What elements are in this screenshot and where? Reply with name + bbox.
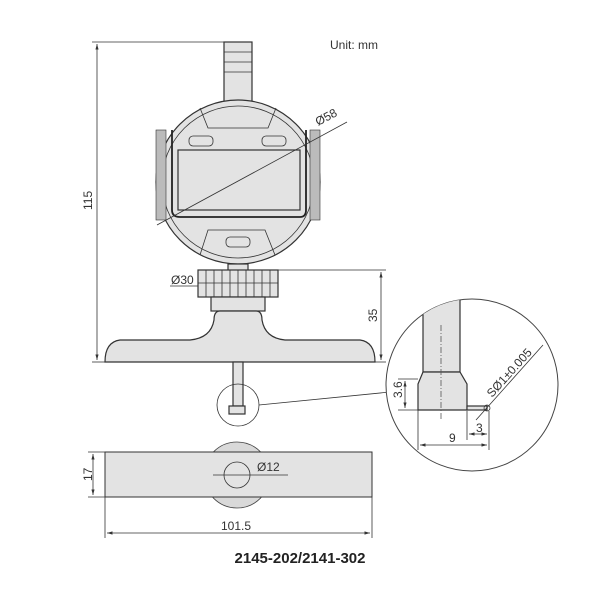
stem-grooves	[224, 51, 252, 73]
dial-diameter-label: Ø58	[313, 105, 340, 128]
hole-diameter-label: Ø12	[257, 460, 280, 474]
tip-detail-view: 3.6 9 3 SØ1±0.005	[385, 298, 559, 472]
tip-height-label: 3.6	[391, 381, 405, 398]
gauge-bottom-view: Ø12 17 101.5	[81, 441, 373, 538]
display-frame	[171, 130, 307, 218]
right-grip	[309, 129, 321, 221]
unit-label: Unit: mm	[330, 38, 378, 52]
tip-offset-label: 3	[476, 421, 483, 435]
probe-tip	[228, 405, 246, 415]
dial-diameter-leader	[156, 121, 348, 226]
height-label: 115	[81, 191, 95, 210]
lcd-screen	[177, 149, 301, 211]
base-height-label: 35	[366, 308, 380, 322]
neck	[210, 296, 266, 312]
base	[104, 310, 376, 363]
model-number: 2145-202/2141-302	[235, 550, 366, 567]
base-length-label: 101.5	[221, 519, 251, 533]
left-grip	[155, 129, 167, 221]
bottom-panel	[199, 229, 276, 256]
button-left	[188, 135, 214, 147]
detail-leader	[258, 391, 391, 406]
gauge-front-view: Ø58 Ø30	[104, 41, 391, 427]
top-panel	[199, 107, 277, 129]
base-thickness-label: 17	[81, 467, 95, 481]
button-bottom	[225, 236, 251, 248]
nut-diameter-label: Ø30	[171, 273, 194, 287]
knurl-lines	[205, 270, 271, 297]
tip-width-label: 9	[449, 431, 456, 445]
button-right	[261, 135, 287, 147]
